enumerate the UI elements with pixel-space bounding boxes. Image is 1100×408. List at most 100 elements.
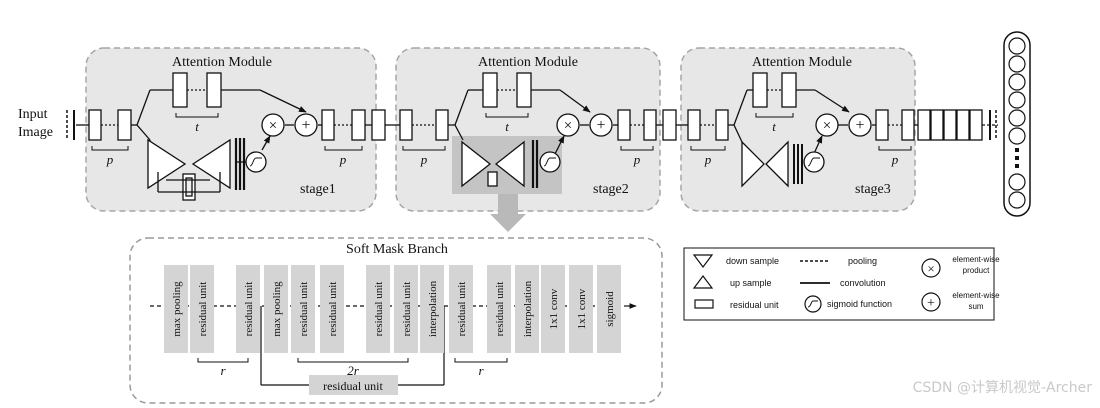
stage-1-label: stage1 bbox=[300, 182, 336, 197]
soft-mask-unit-label: residual unit bbox=[456, 282, 468, 337]
legend-down-sample-icon bbox=[692, 254, 714, 268]
soft-mask-unit-box bbox=[236, 265, 260, 353]
m2-t-box-1 bbox=[482, 72, 498, 108]
legend-sigmoid-icon bbox=[804, 295, 822, 313]
p-label-m1-left: p bbox=[106, 152, 114, 167]
legend-residual-unit: residual unit bbox=[730, 300, 779, 310]
t-label-m2: t bbox=[505, 119, 509, 134]
soft-mask-unit-box bbox=[449, 265, 473, 353]
soft-mask-unit-label: residual unit bbox=[298, 282, 310, 337]
attention-module-3-title: Attention Module bbox=[752, 55, 852, 70]
legend-sigmoid-function: sigmoid function bbox=[827, 299, 892, 309]
soft-mask-units: max pooling residual unit residual unit max… bbox=[164, 265, 621, 353]
soft-mask-unit-box bbox=[190, 265, 214, 353]
soft-mask-unit-label: residual unit bbox=[327, 282, 339, 337]
legend-up-sample-icon bbox=[692, 275, 714, 289]
m3-t-box-1 bbox=[752, 72, 768, 108]
soft-mask-unit-box bbox=[515, 265, 539, 353]
soft-mask-unit-label: residual unit bbox=[494, 282, 506, 337]
legend-product-icon bbox=[921, 258, 941, 278]
legend-product-glyph: × bbox=[927, 261, 934, 276]
legend-down-sample: down sample bbox=[726, 256, 779, 266]
output-fc-ellipsis bbox=[1015, 148, 1019, 168]
legend-residual-unit-icon bbox=[694, 299, 714, 309]
legend-pooling: pooling bbox=[848, 256, 877, 266]
brace-r-2: r bbox=[478, 363, 484, 378]
input-label-line1: Input bbox=[18, 107, 48, 122]
soft-mask-unit-box bbox=[264, 265, 288, 353]
soft-mask-unit-box bbox=[291, 265, 315, 353]
m2-sigmoid-icon bbox=[539, 151, 561, 173]
soft-mask-unit-box bbox=[320, 265, 344, 353]
soft-mask-unit-box bbox=[164, 265, 188, 353]
soft-mask-unit-label: sigmoid bbox=[604, 291, 616, 327]
soft-mask-unit-label: interpolation bbox=[522, 280, 534, 337]
soft-mask-unit-box bbox=[541, 265, 565, 353]
p-label-m3-left: p bbox=[704, 152, 712, 167]
brace-r-1: r bbox=[220, 363, 226, 378]
legend-convolution: convolution bbox=[840, 278, 886, 288]
legend-product-line2: product bbox=[963, 266, 990, 275]
trunk-p-braces bbox=[91, 146, 912, 151]
soft-mask-braces bbox=[197, 358, 508, 363]
m2-product-icon bbox=[556, 113, 580, 137]
module-3-trunk-branch bbox=[733, 89, 850, 159]
m3-sum-glyph: + bbox=[855, 117, 864, 134]
m2-sum-glyph: + bbox=[596, 117, 605, 134]
m1-t-box-1 bbox=[172, 72, 188, 108]
stage-3-label: stage3 bbox=[855, 182, 891, 197]
input-label-line2: Image bbox=[18, 125, 53, 140]
t-label-m1: t bbox=[195, 119, 199, 134]
legend-box bbox=[683, 247, 995, 321]
soft-mask-unit-label: max pooling bbox=[271, 281, 283, 337]
soft-mask-unit-box bbox=[420, 265, 444, 353]
m3-t-brace bbox=[755, 113, 794, 118]
legend-sum-glyph: + bbox=[927, 296, 935, 311]
module-1-trunk-branch bbox=[136, 89, 307, 163]
m2-sum-icon bbox=[589, 113, 613, 137]
soft-mask-unit-label: residual unit bbox=[197, 282, 209, 337]
trunk-residual-units bbox=[88, 109, 983, 141]
m1-product-icon bbox=[261, 113, 285, 137]
soft-mask-unit-label: residual unit bbox=[243, 282, 255, 337]
output-fc-neurons bbox=[1008, 37, 1026, 209]
stage-2-label: stage2 bbox=[593, 182, 629, 197]
m1-sigmoid-icon bbox=[245, 151, 267, 173]
soft-mask-unit-box bbox=[487, 265, 511, 353]
soft-mask-unit-label: max pooling bbox=[171, 281, 183, 337]
m3-product-glyph: × bbox=[823, 118, 831, 134]
m1-sum-glyph: + bbox=[301, 117, 310, 134]
soft-mask-unit-box bbox=[366, 265, 390, 353]
soft-mask-unit-box bbox=[394, 265, 418, 353]
m1-conv-bars bbox=[234, 138, 246, 190]
skip-residual-unit-box bbox=[309, 375, 398, 395]
zoom-arrow bbox=[490, 194, 526, 232]
m1-t-brace bbox=[175, 113, 219, 118]
p-label-m2-left: p bbox=[420, 152, 428, 167]
p-label-m1-right: p bbox=[339, 152, 347, 167]
m1-product-glyph: × bbox=[269, 118, 277, 134]
attention-module-3-box bbox=[680, 47, 916, 212]
attention-module-1-title: Attention Module bbox=[172, 55, 272, 70]
soft-mask-unit-label: 1x1 conv bbox=[576, 288, 588, 329]
watermark: CSDN @计算机视觉-Archer bbox=[913, 380, 1093, 396]
m1-sum-icon bbox=[294, 113, 318, 137]
m2-t-box-2 bbox=[516, 72, 532, 108]
t-label-m3: t bbox=[772, 119, 776, 134]
soft-mask-unit-label: residual unit bbox=[373, 282, 385, 337]
output-marker bbox=[989, 110, 997, 140]
attention-module-2-title: Attention Module bbox=[478, 55, 578, 70]
m2-conv-bars bbox=[531, 140, 539, 188]
soft-mask-unit-label: interpolation bbox=[427, 280, 439, 337]
legend-sum-icon bbox=[921, 292, 941, 312]
m2-product-glyph: × bbox=[564, 118, 572, 134]
legend-sum-line2: sum bbox=[968, 302, 983, 311]
m2-mask-hourglass bbox=[461, 140, 525, 188]
legend-product-line1: element-wise bbox=[952, 255, 1000, 264]
p-label-m2-right: p bbox=[633, 152, 641, 167]
soft-mask-unit-label: residual unit bbox=[401, 282, 413, 337]
m3-t-box-2 bbox=[781, 72, 797, 108]
m3-conv-bars bbox=[793, 144, 803, 184]
legend-sum-line1: element-wise bbox=[952, 291, 1000, 300]
